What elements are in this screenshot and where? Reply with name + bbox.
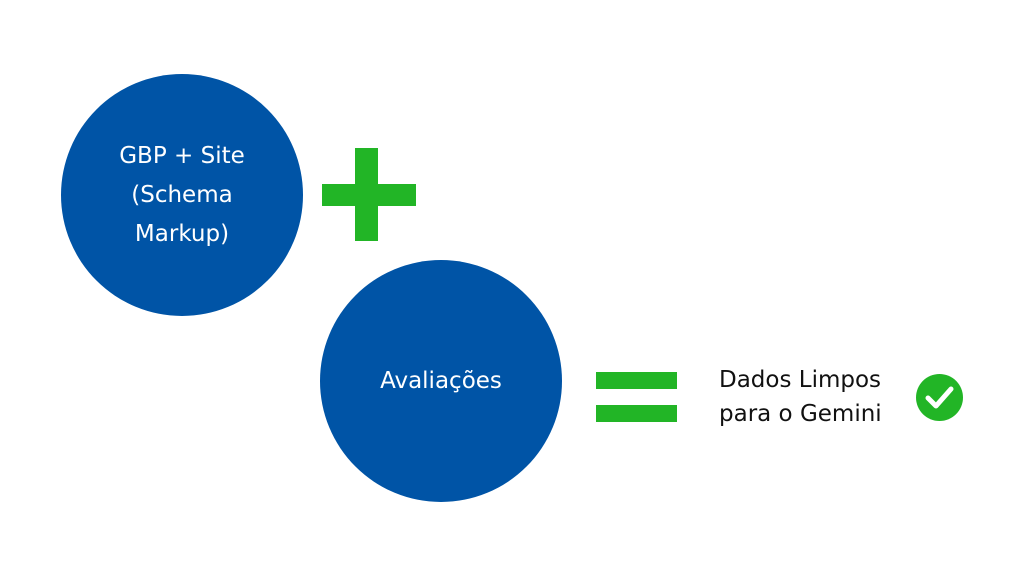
input-circle-avaliacoes: Avaliações xyxy=(320,260,562,502)
input-circle-gbp-site: GBP + Site (Schema Markup) xyxy=(61,74,303,316)
input-label-gbp-site: GBP + Site (Schema Markup) xyxy=(119,142,245,247)
check-circle-icon xyxy=(916,374,963,421)
result-line-2: para o Gemini xyxy=(719,401,882,427)
result-text: Dados Limpos para o Gemini xyxy=(719,363,882,431)
input-label-avaliacoes: Avaliações xyxy=(380,367,502,394)
result-line-1: Dados Limpos xyxy=(719,367,882,393)
